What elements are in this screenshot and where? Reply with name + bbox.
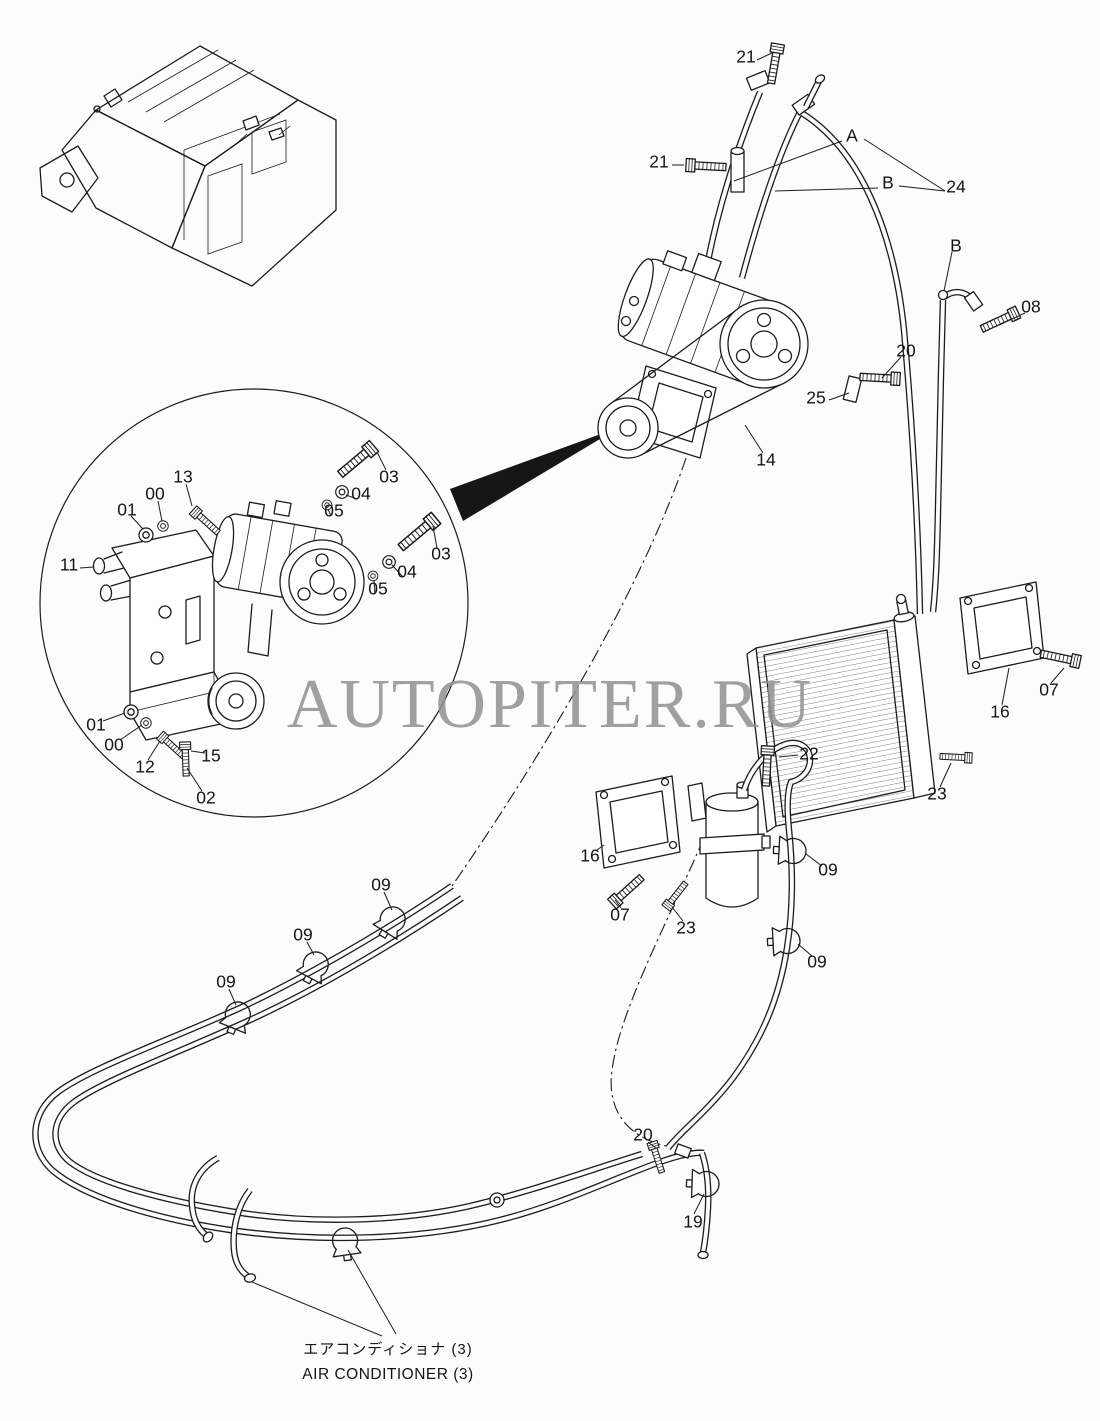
- washer-00b: [140, 717, 152, 729]
- bolt-07-right: [1038, 646, 1083, 670]
- hose-a: [702, 90, 764, 273]
- receiver-hose: [665, 739, 814, 1151]
- hose-b-branch: [929, 288, 979, 613]
- washer-04: [335, 485, 349, 499]
- hose-b-24: [738, 107, 924, 615]
- excavator-thumbnail: [39, 45, 337, 287]
- bolt-23-left: [661, 879, 691, 912]
- caption-japanese: エアコンディショナ (3): [303, 1341, 473, 1358]
- compressor-assembly: [597, 250, 809, 459]
- bolt-07-left: [607, 871, 647, 910]
- bolt-23-right: [939, 750, 973, 764]
- drive-belt: [611, 305, 788, 455]
- detail-arrow: [450, 427, 620, 521]
- washer-00: [157, 520, 169, 532]
- caption: エアコンディショナ (3) AIR CONDITIONER (3): [238, 1338, 538, 1384]
- mount-plate-16-right: [959, 581, 1045, 675]
- leader-lines: [79, 51, 1065, 1337]
- fasteners: [607, 42, 1083, 1175]
- washer-05: [321, 499, 333, 511]
- bolt-20-top: [859, 369, 901, 387]
- clamp-19: [685, 1168, 721, 1200]
- elbow-nut: [963, 290, 984, 312]
- receiver-drier: [699, 781, 771, 908]
- fitting-b: [937, 289, 949, 301]
- ac-unit-marker: [242, 115, 260, 131]
- bolt-21-mid: [685, 157, 727, 175]
- pulley-15: [207, 672, 265, 730]
- clutch-pulley-14: [719, 299, 809, 389]
- hose-b-stub: [803, 74, 826, 109]
- washer-05b: [367, 570, 379, 582]
- washer-01: [138, 527, 154, 543]
- mount-plate-16-left: [595, 775, 681, 869]
- hose-a-fitting: [745, 70, 771, 91]
- bolt-08: [978, 305, 1022, 336]
- hose-junction-tube: [730, 146, 745, 193]
- detail-circle: [39, 388, 469, 818]
- caption-english: AIR CONDITIONER (3): [302, 1366, 474, 1383]
- cab-hoses: [32, 883, 712, 1283]
- bolt-03: [334, 439, 380, 481]
- hose-clamp-25: [842, 375, 863, 403]
- washer-01b: [123, 704, 139, 720]
- bolt-15: [178, 741, 193, 777]
